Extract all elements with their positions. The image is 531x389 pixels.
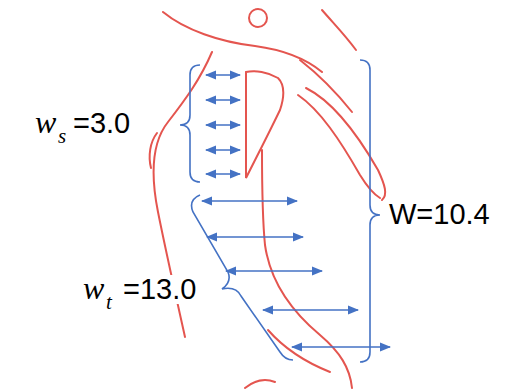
contour-line [268,330,330,372]
contour-line [298,95,380,198]
dimension-subscript: s [57,126,67,147]
dimension-subscript: t [105,292,113,313]
brace [360,60,380,362]
width-arrow [263,309,358,311]
width-arrow [292,346,390,348]
edge-contours [150,9,386,388]
dimension-value: =13.0 [122,275,197,304]
contour-line [163,12,322,72]
contour-line [245,380,275,388]
braces [180,60,380,362]
width-arrow [207,236,303,238]
contour-line [322,10,356,50]
contour-line [150,133,157,168]
contour-line [300,60,352,112]
contour-circle [249,9,267,27]
brace [180,65,200,182]
width-arrows [202,75,390,347]
dimension-symbol: w [82,272,105,304]
dimension-symbol: w [34,106,57,138]
width-arrow [206,173,240,175]
width-arrow [206,149,240,151]
dimension-value: =3.0 [72,109,131,138]
dimension-label: W=10.4 [388,200,491,229]
contour-line [262,150,352,388]
brace [192,195,293,360]
width-arrow [206,124,240,126]
width-arrow [202,200,297,202]
width-arrow [226,270,322,272]
width-arrow [206,74,240,76]
contour-shape [246,71,284,178]
width-arrow [206,99,240,101]
